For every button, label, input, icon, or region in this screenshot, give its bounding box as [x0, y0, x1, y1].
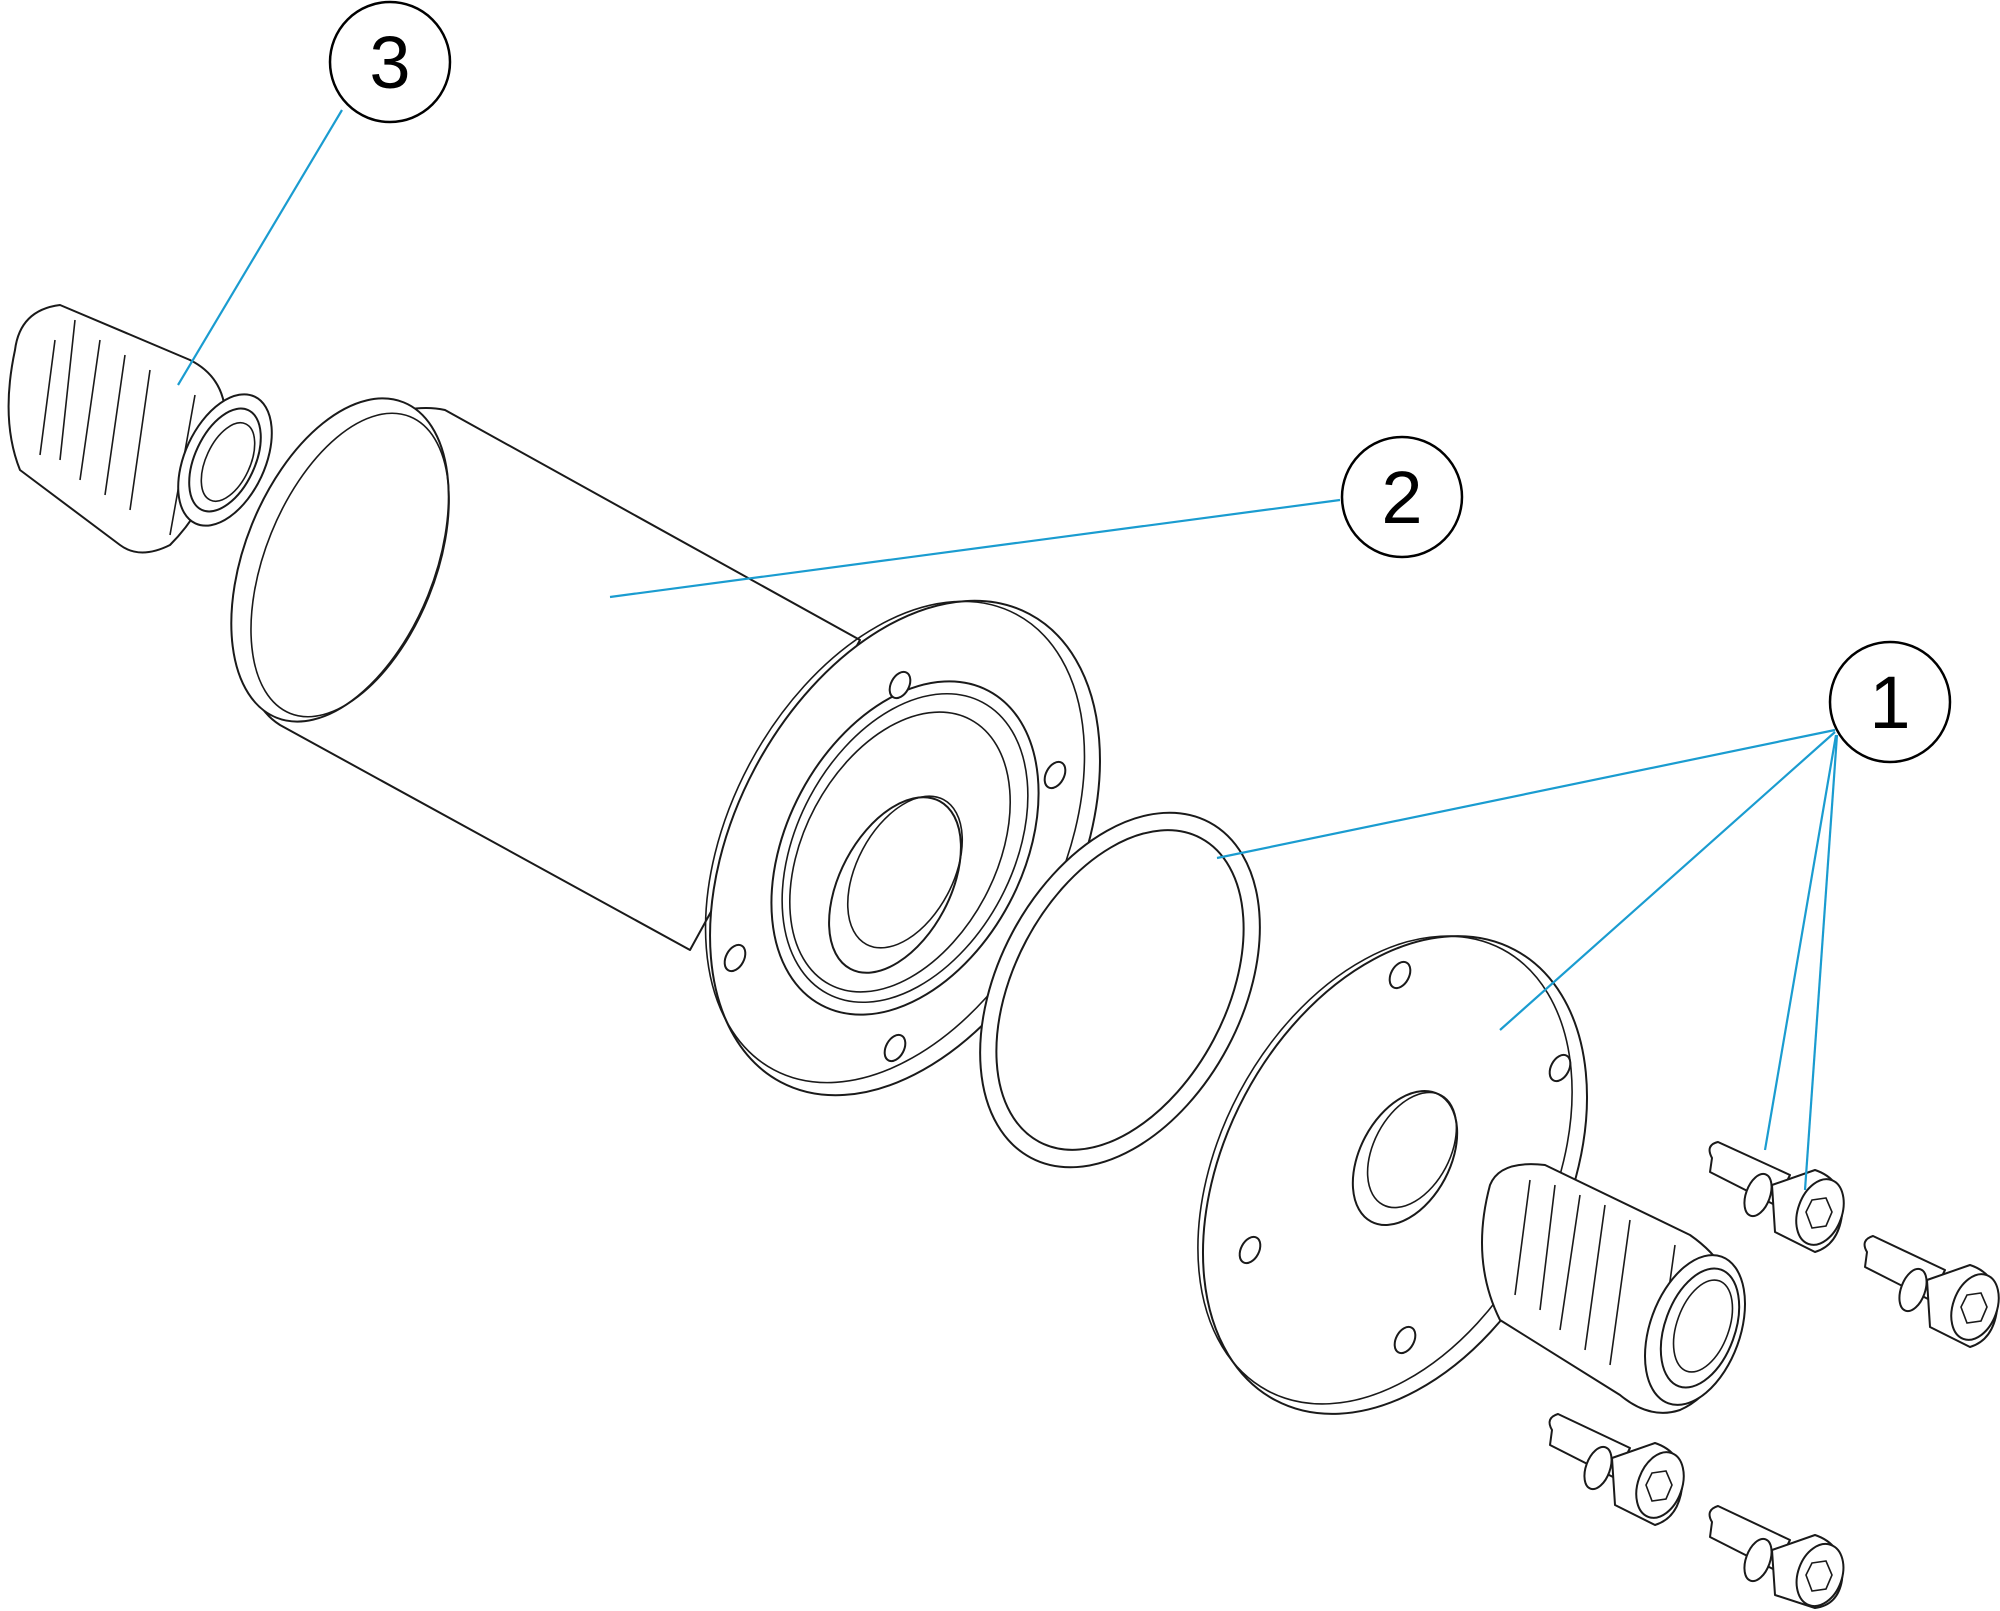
- screw: [1548, 1413, 1685, 1526]
- leader-line-1-o-ring: [1216, 728, 1836, 860]
- callout-balloon-3: 3: [328, 0, 452, 124]
- screw: [1863, 1235, 2000, 1348]
- screw: [1708, 1141, 1845, 1253]
- o-ring: [979, 811, 1261, 1169]
- leader-line-1-screw-a: [1763, 734, 1838, 1151]
- callout-label-1: 1: [1869, 661, 1910, 744]
- callout-balloon-1: 1: [1828, 640, 1952, 764]
- screw: [1708, 1505, 1845, 1609]
- leader-line-1-plate: [1499, 731, 1836, 1031]
- housing-part-2: [230, 397, 1101, 1097]
- leader-lines: [177, 109, 1839, 1191]
- cable-gland-on-plate: [1481, 1163, 1746, 1414]
- callout-label-3: 3: [369, 21, 410, 104]
- callout-label-2: 2: [1381, 456, 1422, 539]
- leader-line-3: [177, 109, 343, 386]
- cable-gland-part-3: [7, 304, 273, 554]
- callout-balloon-2: 2: [1340, 435, 1464, 559]
- leader-line-2: [609, 498, 1341, 599]
- leader-line-1-screw-b: [1803, 734, 1839, 1191]
